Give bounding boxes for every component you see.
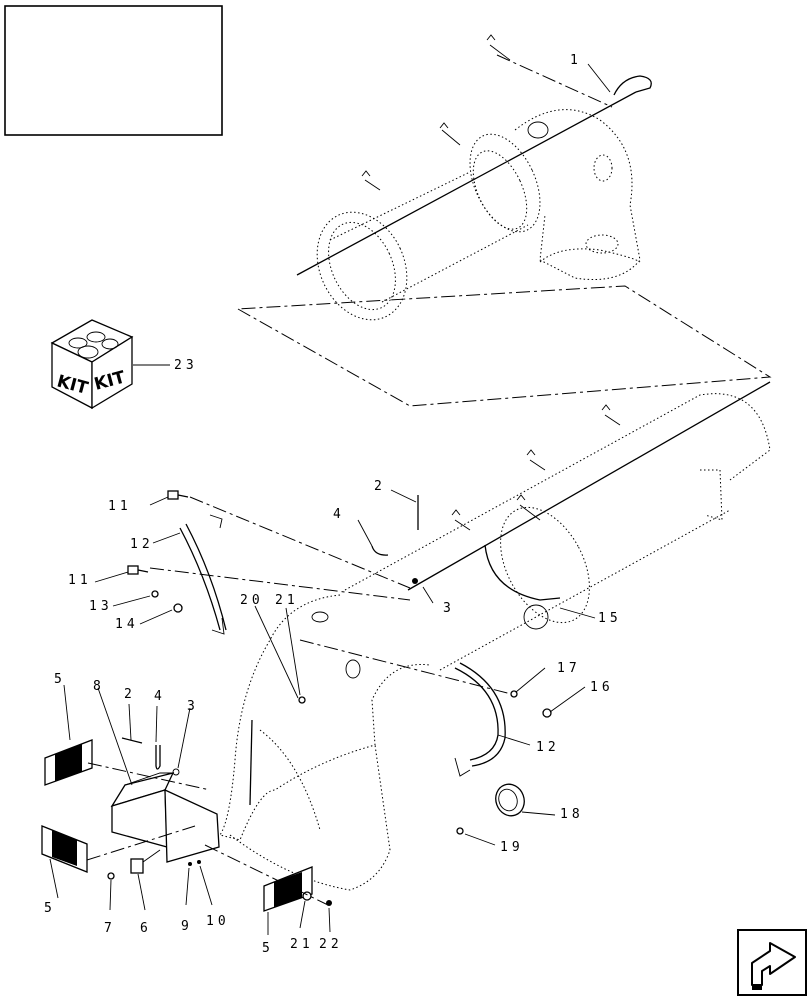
callout-19: 19 [500,840,524,855]
callout-18: 18 [560,807,584,822]
leader-lines [49,489,596,935]
callout-4-top: 4 [333,507,345,522]
callout-8: 8 [93,679,105,694]
kit-box-icon: KIT KIT [50,319,134,410]
callout-10: 10 [206,914,230,929]
bracket-8 [110,772,220,863]
pin-4 [155,745,161,770]
washer-20-21 [298,696,306,704]
reflector-5-top [44,739,93,786]
lower-auger-tube [219,381,771,891]
bolt-11-top [167,490,189,500]
callout-5-left: 5 [44,901,56,916]
screw-19 [456,827,464,835]
callout-20: 20 [240,593,264,608]
washer-17 [510,690,518,698]
callout-5-top: 5 [54,672,66,687]
callout-21-bottom: 21 [290,937,314,952]
callout-23: 23 [174,358,198,373]
callout-21-top: 21 [275,593,299,608]
callout-11-top: 11 [108,499,132,514]
callout-2-top: 2 [374,479,386,494]
callout-16: 16 [590,680,614,695]
callout-17: 17 [557,661,581,676]
screw-7 [107,872,115,880]
callout-12-top: 12 [130,537,154,552]
callout-15: 15 [598,611,622,626]
callout-11-mid: 11 [68,573,92,588]
callout-12-right: 12 [536,740,560,755]
callout-4-bottom: 4 [154,689,166,704]
nut-16 [542,708,552,718]
next-page-arrow-icon[interactable] [737,929,807,996]
nut-9 [188,862,192,866]
light-18 [495,783,525,817]
switch-6 [130,849,161,874]
callout-3-bottom: 3 [187,699,199,714]
reflector-5-right [263,866,313,912]
callout-9: 9 [181,919,193,934]
callout-14: 14 [115,617,139,632]
clamp-12-left [179,514,227,635]
callout-7: 7 [104,921,116,936]
washer-13 [151,590,159,598]
callout-2-bottom: 2 [124,687,136,702]
reflector-5-left [41,825,88,873]
bolt-11-mid [127,565,149,575]
clamp-12-right [454,662,506,777]
washer-10 [197,860,201,864]
callout-13: 13 [89,599,113,614]
nut-14 [173,603,183,613]
callout-3-mid: 3 [443,601,455,616]
title-block [4,5,223,136]
callout-5-right: 5 [262,941,274,956]
upper-auger-tube [237,34,772,407]
callout-1: 1 [570,53,582,68]
callout-6: 6 [140,921,152,936]
callout-22: 22 [319,937,343,952]
